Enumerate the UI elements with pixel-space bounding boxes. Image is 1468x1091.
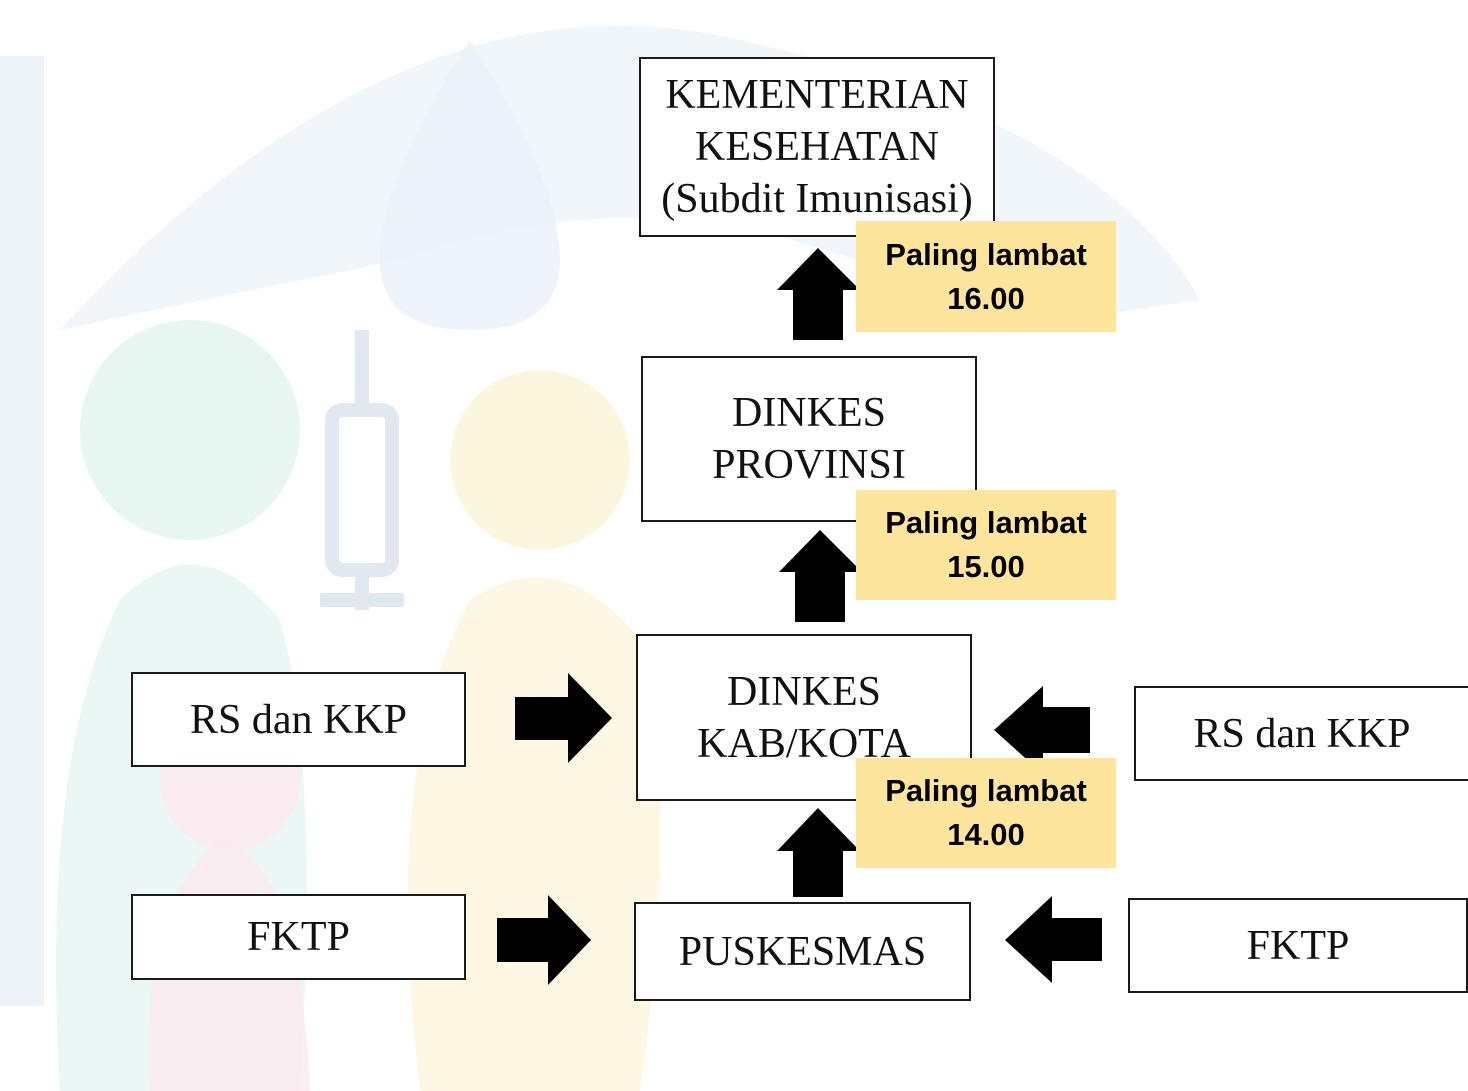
- deadline-label: Paling lambat: [885, 773, 1087, 808]
- deadline-time: 16.00: [947, 280, 1025, 316]
- deadline-label: Paling lambat: [885, 236, 1087, 272]
- rs-kkp-left-label: RS dan KKP: [189, 696, 408, 743]
- deadline-time: 14.00: [947, 817, 1025, 852]
- deadline-time: 15.00: [947, 549, 1025, 584]
- rs-kkp-left-box: RS dan KKP: [131, 672, 466, 767]
- deadline-note-15: Paling lambat 15.00: [856, 490, 1116, 600]
- fktp-right-label: FKTP: [1246, 922, 1350, 969]
- puskesmas-label: PUSKESMAS: [678, 928, 927, 975]
- rs-kkp-right-label: RS dan KKP: [1193, 710, 1411, 757]
- dinkes-provinsi-line-2: PROVINSI: [712, 442, 906, 488]
- fktp-left-box: FKTP: [131, 894, 466, 980]
- rs-kkp-right-box: RS dan KKP: [1134, 686, 1468, 781]
- dinkes-kab-kota-line-1: DINKES: [726, 668, 881, 715]
- syringe-watermark-icon: [320, 330, 404, 610]
- child-figure-teal-watermark: [80, 320, 300, 540]
- kementerian-line-3: (Subdit Imunisasi): [661, 176, 973, 222]
- dinkes-provinsi-line-1: DINKES: [731, 390, 886, 436]
- puskesmas-box: PUSKESMAS: [634, 902, 971, 1001]
- drop-watermark: [380, 40, 560, 330]
- left-side-strip: [0, 56, 44, 1006]
- kementerian-line-2: KESEHATAN: [695, 124, 939, 170]
- dinkes-provinsi-box: DINKES PROVINSI: [641, 356, 977, 522]
- child-figure-yellow-watermark: [450, 370, 630, 550]
- kementerian-kesehatan-box: KEMENTERIAN KESEHATAN (Subdit Imunisasi): [639, 57, 995, 237]
- deadline-note-14: Paling lambat 14.00: [856, 758, 1116, 868]
- fktp-right-box: FKTP: [1128, 898, 1468, 993]
- kementerian-line-1: KEMENTERIAN: [665, 72, 969, 118]
- fktp-left-label: FKTP: [247, 914, 350, 960]
- deadline-note-16: Paling lambat 16.00: [856, 221, 1116, 332]
- deadline-label: Paling lambat: [885, 505, 1087, 540]
